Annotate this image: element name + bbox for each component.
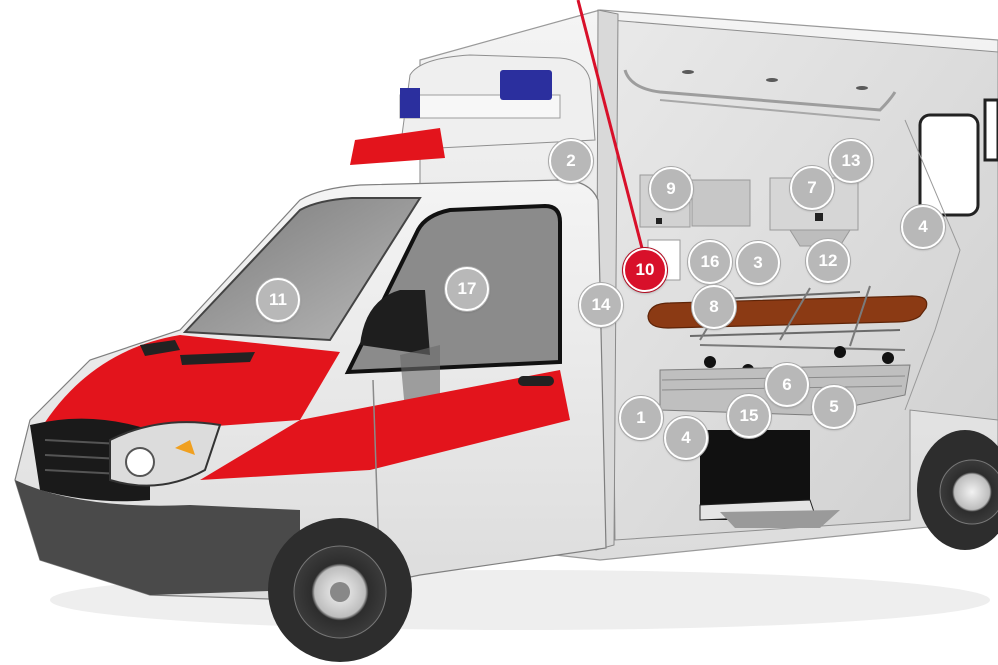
hotspot-marker-3[interactable]: 3 — [736, 241, 780, 285]
hotspot-marker-2[interactable]: 2 — [549, 139, 593, 183]
hotspot-marker-13[interactable]: 13 — [829, 139, 873, 183]
hotspot-marker-1[interactable]: 1 — [619, 396, 663, 440]
hotspot-marker-4-upper[interactable]: 4 — [901, 205, 945, 249]
hotspot-marker-17[interactable]: 17 — [445, 267, 489, 311]
hotspot-marker-6[interactable]: 6 — [765, 363, 809, 407]
hotspot-marker-10-active[interactable]: 10 — [623, 248, 667, 292]
hotspot-marker-5[interactable]: 5 — [812, 385, 856, 429]
hotspot-marker-8[interactable]: 8 — [692, 285, 736, 329]
blue-beacon-right — [500, 70, 552, 100]
front-wheel — [268, 518, 412, 662]
hotspot-marker-11[interactable]: 11 — [256, 278, 300, 322]
hotspot-marker-9[interactable]: 9 — [649, 167, 693, 211]
hotspot-marker-7[interactable]: 7 — [790, 166, 834, 210]
hotspot-marker-15[interactable]: 15 — [727, 394, 771, 438]
hotspot-marker-16[interactable]: 16 — [688, 240, 732, 284]
blue-beacon-left — [400, 88, 420, 118]
hotspot-marker-14[interactable]: 14 — [579, 283, 623, 327]
hotspot-marker-4-lower[interactable]: 4 — [664, 416, 708, 460]
ambulance-cab — [15, 55, 606, 600]
hotspot-marker-12[interactable]: 12 — [806, 239, 850, 283]
